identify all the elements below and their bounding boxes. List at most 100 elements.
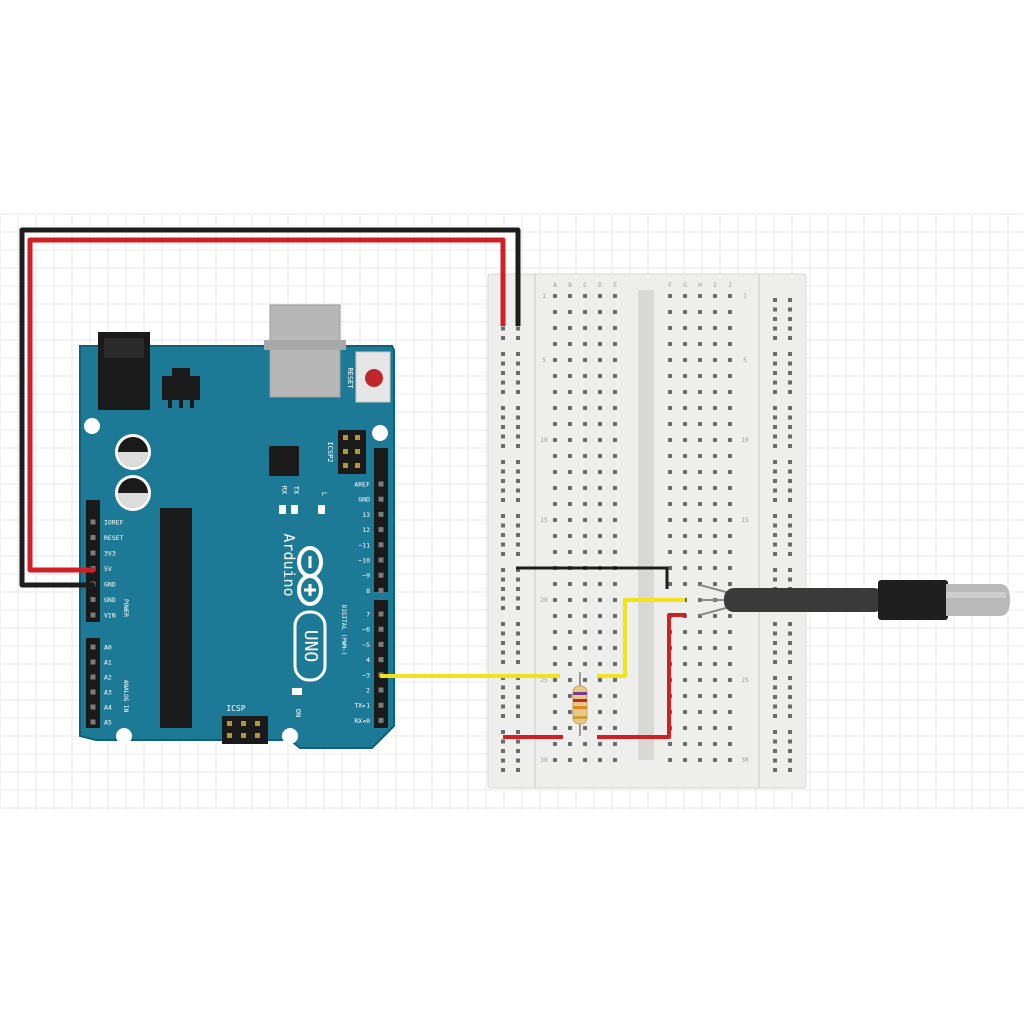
breadboard-hole bbox=[613, 614, 617, 618]
wires bbox=[19, 227, 686, 739]
breadboard-hole bbox=[728, 614, 732, 618]
breadboard-hole bbox=[713, 582, 717, 586]
breadboard-hole bbox=[613, 454, 617, 458]
breadboard-hole bbox=[553, 422, 557, 426]
breadboard-hole bbox=[613, 630, 617, 634]
breadboard-row-number: 10 bbox=[540, 437, 548, 444]
breadboard-row-number: 1 bbox=[542, 293, 546, 300]
breadboard-hole bbox=[516, 425, 520, 429]
breadboard-hole bbox=[773, 631, 777, 636]
breadboard-hole bbox=[598, 646, 602, 650]
breadboard-hole bbox=[683, 566, 687, 570]
breadboard-row-number: 5 bbox=[542, 357, 546, 364]
breadboard-hole bbox=[583, 358, 587, 362]
pin-label: GND bbox=[358, 496, 370, 504]
breadboard-hole bbox=[713, 390, 717, 394]
breadboard-hole bbox=[583, 374, 587, 378]
breadboard-hole bbox=[788, 676, 792, 680]
breadboard-hole bbox=[613, 390, 617, 394]
header-pin bbox=[378, 687, 384, 693]
breadboard-hole bbox=[773, 730, 777, 734]
on-label: ON bbox=[294, 709, 302, 717]
breadboard-hole bbox=[516, 542, 520, 547]
breadboard-hole bbox=[788, 326, 792, 331]
breadboard-hole bbox=[583, 758, 587, 762]
breadboard-hole bbox=[598, 294, 602, 298]
rx-led bbox=[279, 505, 286, 514]
breadboard-hole bbox=[683, 502, 687, 506]
breadboard-hole bbox=[683, 310, 687, 314]
breadboard-hole bbox=[516, 371, 520, 375]
pin-label: ~11 bbox=[358, 541, 370, 549]
breadboard-hole bbox=[698, 646, 702, 650]
breadboard-hole bbox=[568, 454, 572, 458]
breadboard-column-letter: F bbox=[668, 282, 672, 289]
breadboard-hole bbox=[553, 502, 557, 506]
breadboard-hole bbox=[501, 469, 505, 474]
breadboard-hole bbox=[553, 710, 557, 714]
breadboard-hole bbox=[501, 371, 505, 375]
breadboard-hole bbox=[516, 730, 520, 734]
breadboard-hole bbox=[698, 422, 702, 426]
breadboard-hole bbox=[713, 630, 717, 634]
breadboard-hole bbox=[698, 518, 702, 522]
header-pin bbox=[90, 535, 96, 540]
breadboard-holes bbox=[501, 294, 792, 772]
breadboard-hole bbox=[728, 710, 732, 714]
header-pin bbox=[378, 527, 384, 533]
header-pin bbox=[90, 719, 96, 725]
pin-label: TX▸1 bbox=[354, 702, 370, 710]
breadboard-hole bbox=[713, 742, 717, 746]
breadboard-hole bbox=[501, 606, 505, 610]
breadboard-hole bbox=[713, 662, 717, 666]
breadboard-hole bbox=[683, 726, 687, 730]
breadboard-hole bbox=[698, 342, 702, 346]
breadboard-hole bbox=[583, 550, 587, 554]
breadboard-hole bbox=[788, 704, 792, 709]
breadboard-hole bbox=[501, 434, 505, 439]
breadboard-hole bbox=[553, 486, 557, 490]
breadboard-hole bbox=[683, 422, 687, 426]
breadboard-hole bbox=[516, 768, 520, 772]
wire-gnd-jumper bbox=[516, 566, 669, 589]
breadboard-hole bbox=[788, 390, 792, 394]
breadboard-hole bbox=[553, 406, 557, 410]
breadboard-hole bbox=[501, 523, 505, 528]
breadboard-hole bbox=[568, 486, 572, 490]
breadboard-hole bbox=[788, 749, 792, 753]
header-pin bbox=[378, 557, 384, 563]
capacitor bbox=[115, 475, 151, 511]
breadboard-hole bbox=[698, 326, 702, 330]
breadboard-hole bbox=[728, 390, 732, 394]
breadboard-hole bbox=[788, 768, 792, 772]
breadboard-hole bbox=[501, 749, 505, 753]
breadboard-hole bbox=[683, 646, 687, 650]
breadboard-hole bbox=[668, 518, 672, 522]
breadboard-hole bbox=[598, 406, 602, 410]
breadboard-hole bbox=[501, 498, 505, 502]
breadboard-hole bbox=[698, 742, 702, 746]
breadboard-hole bbox=[773, 714, 777, 718]
pin-label: ~3 bbox=[362, 671, 370, 679]
wire-data-jumper bbox=[597, 598, 685, 678]
breadboard-hole bbox=[668, 486, 672, 490]
breadboard-hole bbox=[501, 568, 505, 572]
breadboard-hole bbox=[583, 454, 587, 458]
mounting-hole bbox=[282, 728, 298, 744]
breadboard-hole bbox=[713, 326, 717, 330]
breadboard-hole bbox=[698, 294, 702, 298]
breadboard-hole bbox=[728, 758, 732, 762]
breadboard-hole bbox=[501, 352, 505, 356]
breadboard-hole bbox=[713, 294, 717, 298]
breadboard-hole bbox=[553, 470, 557, 474]
breadboard-hole bbox=[713, 758, 717, 762]
breadboard-hole bbox=[788, 641, 792, 645]
breadboard-hole bbox=[516, 479, 520, 483]
breadboard-row-number: 30 bbox=[741, 757, 749, 764]
breadboard-hole bbox=[501, 685, 505, 690]
breadboard-hole bbox=[788, 577, 792, 582]
breadboard-hole bbox=[598, 438, 602, 442]
breadboard-hole bbox=[788, 415, 792, 420]
breadboard-hole bbox=[788, 361, 792, 366]
breadboard-hole bbox=[568, 502, 572, 506]
